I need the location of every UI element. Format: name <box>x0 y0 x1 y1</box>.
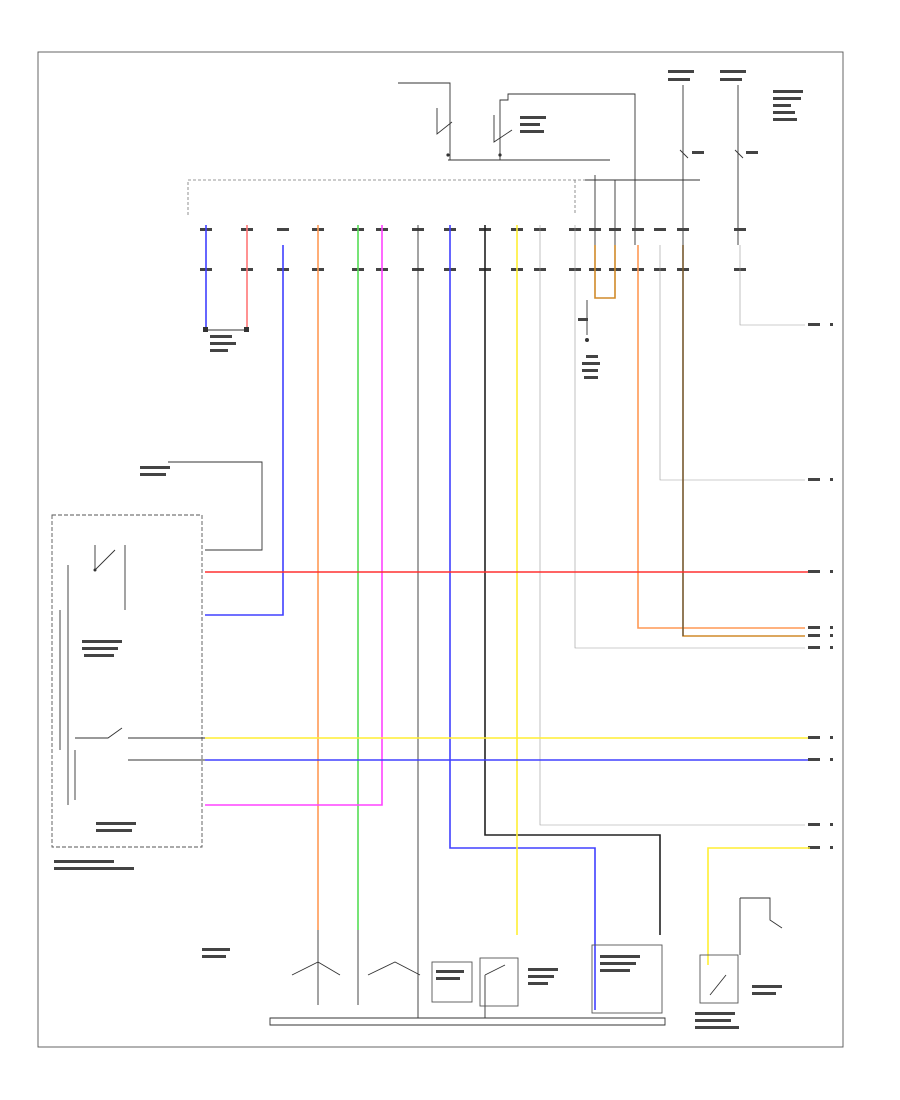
terminal-pin-label <box>808 634 820 637</box>
center-relay-block <box>578 245 616 379</box>
bottom-right-devices <box>695 897 783 1029</box>
right-terminals <box>808 323 833 849</box>
terminal-pin-label <box>808 626 820 629</box>
terminal-pin-number <box>830 823 833 826</box>
terminal-pin-number <box>830 758 833 761</box>
connector-pin-label <box>277 228 289 231</box>
connector-pin-label <box>734 228 746 231</box>
connector-pin-label <box>609 228 621 231</box>
connector-outline <box>187 179 585 215</box>
terminal-pin-label <box>808 478 820 481</box>
terminal-pin-label <box>808 823 820 826</box>
connector-pin-label <box>677 228 689 231</box>
wire-blue-left <box>203 225 249 332</box>
terminal-pin-label <box>808 570 820 573</box>
wire-magenta <box>205 225 383 806</box>
power-supply-labels <box>668 70 803 245</box>
wire-blue-main <box>205 245 284 616</box>
terminal-pin-number <box>830 846 833 849</box>
wire-black-2 <box>484 225 661 935</box>
control-unit <box>51 514 205 870</box>
wire-blue-2 <box>449 225 596 1010</box>
terminal-pin-number <box>830 323 833 326</box>
right-feeds <box>637 245 805 637</box>
terminal-pin-number <box>830 634 833 637</box>
terminal-pin-number <box>830 478 833 481</box>
terminal-pin-label <box>808 758 820 761</box>
terminal-pin-label <box>808 646 820 649</box>
wire-grey <box>539 225 805 826</box>
terminal-pin-label <box>808 736 820 739</box>
wire-yellow-lower <box>707 847 810 965</box>
connector-pin-label <box>632 228 644 231</box>
terminal-pin-label <box>808 323 820 326</box>
terminal-pin-number <box>830 646 833 649</box>
bottom-switches <box>202 930 666 1026</box>
connector-pin-label <box>589 228 601 231</box>
terminal-pin-number <box>830 570 833 573</box>
connector-pins <box>200 228 746 271</box>
terminal-pin-label <box>808 846 820 849</box>
terminal-pin-number <box>830 626 833 629</box>
top-switch-assembly <box>398 82 636 245</box>
diagram-border <box>37 51 844 1048</box>
top-left-connector <box>140 335 263 551</box>
connector-pin-label <box>654 228 666 231</box>
terminal-pin-number <box>830 736 833 739</box>
